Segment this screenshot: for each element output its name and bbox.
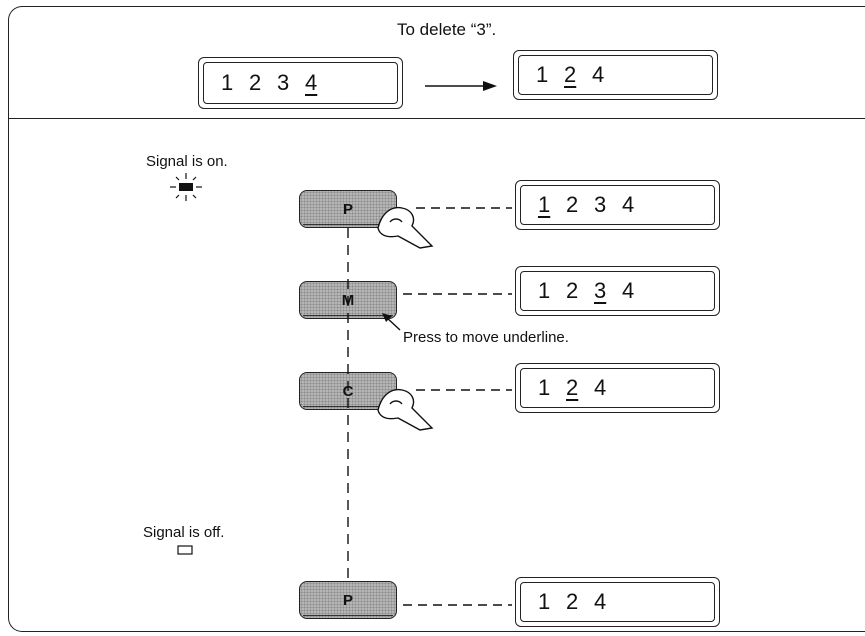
display-digit: 1 [538,589,551,614]
display-digit: 1 [221,70,234,95]
display-digit: 4 [592,62,605,87]
display-digit: 4 [622,192,635,217]
display-digit: 1 [536,62,549,87]
finger-press-icon [377,388,434,431]
signal-on-icon [170,173,202,201]
display-digit: 3 [594,278,607,303]
display-digit: 4 [305,70,318,95]
display-digit: 1 [538,192,551,217]
display-digit: 3 [594,192,607,217]
display-digit: 2 [249,70,262,95]
signal-off-icon [177,545,193,555]
display-digit: 2 [566,192,579,217]
signal-off-label: Signal is off. [143,524,225,541]
key-label: P [342,200,353,218]
key-label: P [342,591,353,609]
finger-press-icon [377,206,434,249]
pointer-arrow-icon [382,313,401,331]
press-note: Press to move underline. [403,329,569,346]
key-p-first[interactable]: P [299,190,397,228]
section-divider [8,118,865,119]
display-digit: 1 [538,375,551,400]
display-digit: 4 [594,375,607,400]
display-digit: 2 [566,589,579,614]
display-digit: 1 [538,278,551,303]
key-p-second[interactable]: P [299,581,397,619]
display-digit: 2 [566,375,579,400]
display-digit: 4 [594,589,607,614]
display-digit: 2 [566,278,579,303]
display-digit: 4 [622,278,635,303]
page-title: To delete “3”. [397,20,497,39]
diagram-frame [8,6,865,632]
arrow-right-icon [425,81,497,91]
display-digit: 2 [564,62,577,87]
display-digit: 3 [277,70,290,95]
signal-on-label: Signal is on. [146,153,228,170]
